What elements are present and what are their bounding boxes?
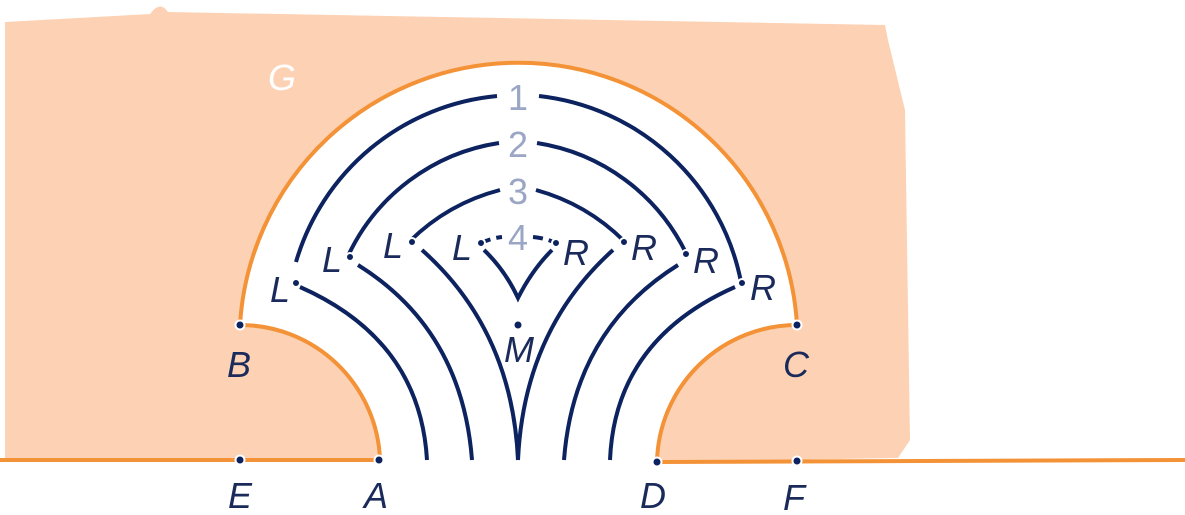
boundary-left-arc <box>239 323 382 461</box>
point-label-e: E <box>228 475 253 515</box>
right-marker-dot-2 <box>681 249 691 259</box>
right-marker-2: R <box>693 240 719 281</box>
point-b <box>234 319 246 331</box>
point-e <box>234 454 246 466</box>
left-marker-dot-3 <box>407 237 417 247</box>
right-marker-dot-1 <box>737 278 747 288</box>
left-marker-2: L <box>322 239 342 280</box>
left-marker-3: L <box>383 225 403 266</box>
point-d <box>651 456 663 468</box>
arc-number-4: 4 <box>508 217 528 258</box>
left-marker-1: L <box>270 269 290 310</box>
right-marker-3: R <box>631 227 657 268</box>
boundary-big-arc <box>238 60 799 326</box>
arc-number-1: 1 <box>508 77 528 118</box>
point-label-d: D <box>640 475 666 515</box>
curve-right-3 <box>516 248 615 461</box>
arc-3 <box>408 188 626 243</box>
left-marker-dot-2 <box>345 252 355 262</box>
arc-4-v <box>482 248 554 303</box>
curve-left-2 <box>356 263 474 461</box>
point-c <box>791 319 803 331</box>
point-label-m: M <box>504 329 534 370</box>
point-label-a: A <box>362 475 388 515</box>
point-f <box>791 455 803 467</box>
point-a <box>373 454 385 466</box>
point-label-b: B <box>227 344 251 385</box>
point-label-f: F <box>783 477 807 515</box>
arc-2 <box>346 141 688 257</box>
left-marker-dot-4 <box>476 238 486 248</box>
point-label-c: C <box>783 344 810 385</box>
curve-right-1 <box>608 285 736 461</box>
curve-right-2 <box>562 263 680 461</box>
curve-left-3 <box>420 248 520 461</box>
arc-1 <box>294 94 743 283</box>
boundary-right-arc <box>655 323 798 463</box>
right-marker-4: R <box>563 232 589 273</box>
curve-left-1 <box>299 285 429 461</box>
arc-number-2: 2 <box>508 124 528 165</box>
baseline-right <box>656 458 1185 464</box>
region-g <box>5 6 910 462</box>
arc-number-3: 3 <box>508 171 528 212</box>
region-label-g: G <box>268 57 296 98</box>
left-marker-4: L <box>452 227 472 268</box>
point-m <box>512 319 524 331</box>
right-marker-dot-4 <box>551 238 561 248</box>
right-marker-1: R <box>750 267 776 308</box>
right-marker-dot-3 <box>619 237 629 247</box>
left-marker-dot-1 <box>291 278 301 288</box>
